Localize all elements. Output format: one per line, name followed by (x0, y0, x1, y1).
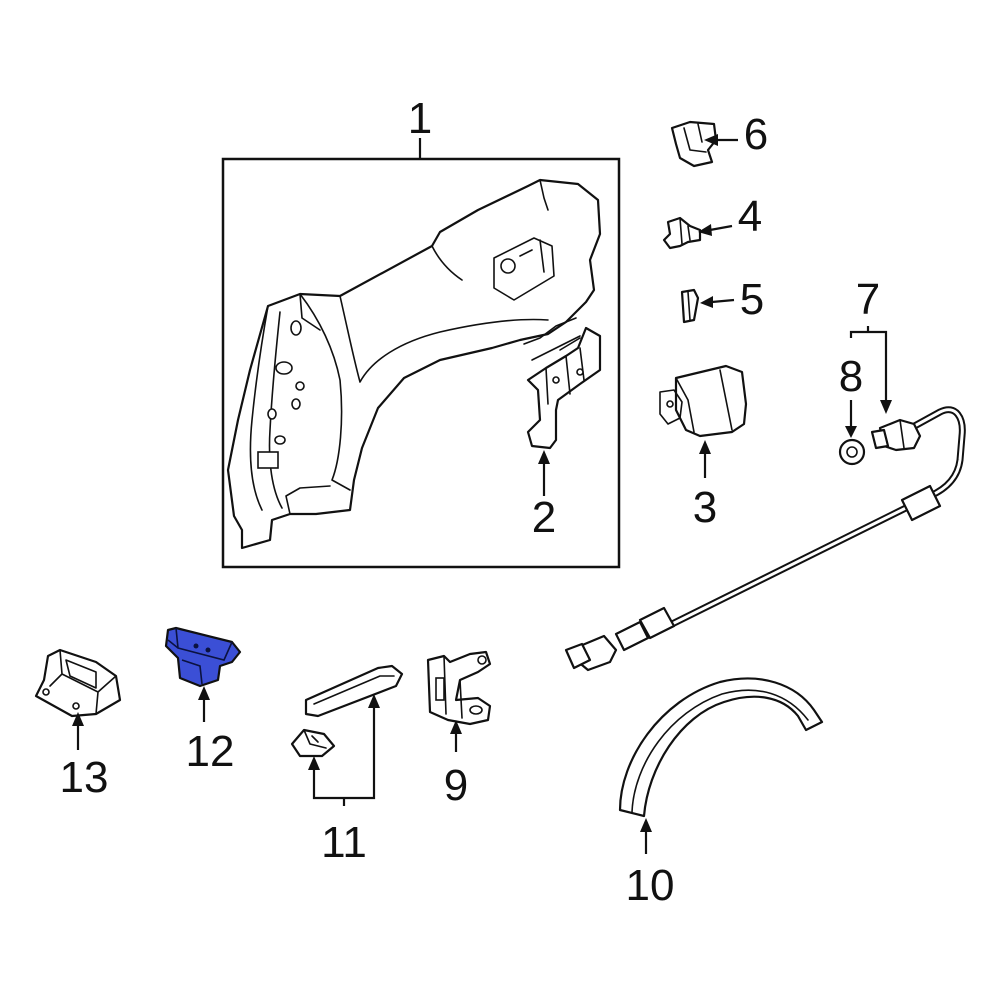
arrowhead-8 (845, 426, 857, 438)
part-9-hinge[interactable] (426, 650, 492, 752)
callout-10: 10 (626, 861, 675, 910)
callout-4: 4 (738, 192, 762, 241)
arrowhead-7 (880, 400, 892, 414)
arrowhead-4 (698, 224, 712, 236)
part-11-trim-and-clip[interactable] (290, 664, 404, 806)
part-5-wedge[interactable] (680, 288, 735, 324)
callout-3: 3 (693, 483, 717, 532)
part-13-housing[interactable] (34, 648, 122, 750)
callout-7: 7 (856, 275, 880, 324)
callout-11: 11 (321, 818, 367, 867)
part-2-bracket[interactable] (526, 326, 602, 496)
part-7-release-cable[interactable] (564, 326, 966, 672)
part-1-quarter-panel[interactable] (221, 138, 621, 569)
arrowhead-3 (699, 440, 711, 454)
arrowhead-11b (368, 694, 380, 708)
callout-1: 1 (408, 94, 432, 143)
callout-9: 9 (444, 761, 468, 810)
part-8-grommet[interactable] (838, 400, 866, 466)
arrowhead-11a (308, 756, 320, 770)
arrowhead-10 (640, 818, 652, 832)
arrowhead-2 (538, 450, 550, 464)
leader-5 (711, 298, 735, 304)
callout-8: 8 (839, 352, 863, 401)
part-4-push-clip[interactable] (662, 216, 733, 250)
callout-13: 13 (60, 753, 109, 802)
callout-6: 6 (744, 110, 768, 159)
part-3-fuel-door[interactable] (659, 364, 748, 478)
part-12-highlighted-bracket[interactable] (164, 626, 242, 722)
callout-2: 2 (532, 493, 556, 542)
arrowhead-12 (198, 686, 210, 700)
arrowhead-13 (72, 712, 84, 726)
arrowhead-9 (450, 720, 462, 734)
part-10-wheel-arch-liner[interactable] (618, 677, 824, 854)
arrowhead-5 (700, 296, 713, 308)
callout-5: 5 (740, 275, 764, 324)
callout-12: 12 (186, 727, 235, 776)
arrowhead-6 (704, 134, 718, 146)
part-6-clip[interactable] (670, 120, 738, 168)
leader-4 (709, 224, 733, 232)
